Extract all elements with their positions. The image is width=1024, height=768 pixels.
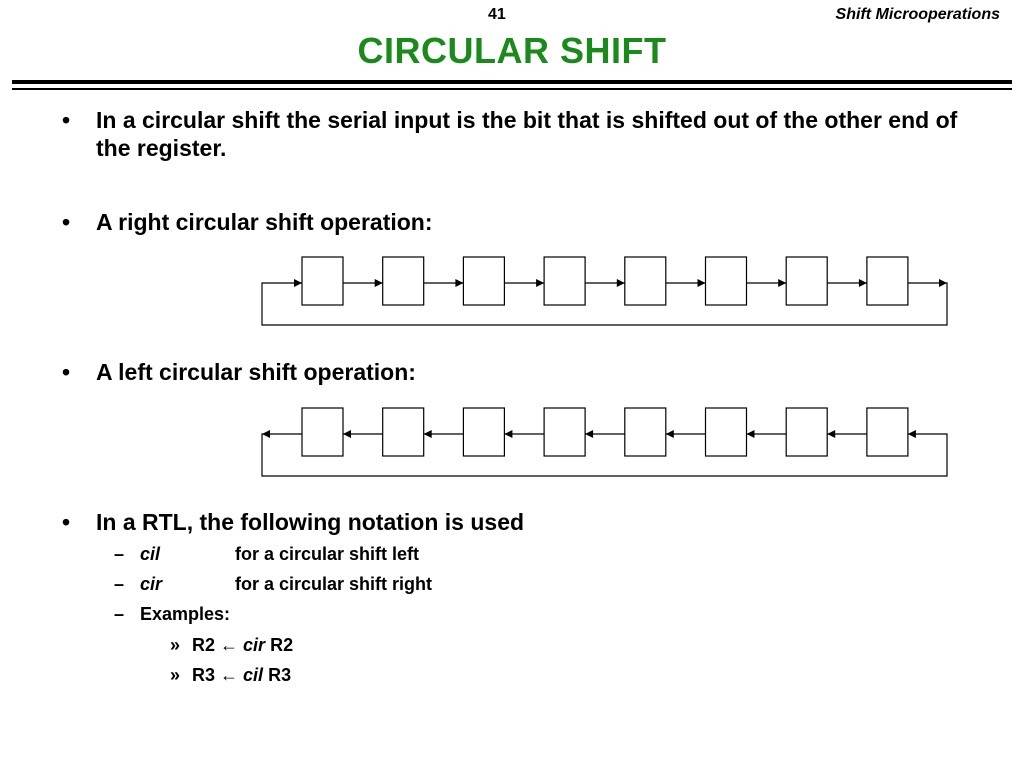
arrowhead-icon — [262, 430, 270, 438]
arrowhead-icon — [858, 279, 867, 287]
register-cell-4 — [543, 256, 586, 306]
notation-description: for a circular shift left — [235, 544, 420, 564]
bullet-rtl-notation: • In a RTL, the following notation is us… — [62, 508, 962, 536]
arrowhead-icon — [616, 279, 625, 287]
arrowhead-icon — [294, 279, 302, 287]
register-cell-6 — [704, 256, 748, 306]
left-arrow-icon: ← — [220, 665, 239, 685]
section-title: Shift Microoperations — [835, 6, 1000, 23]
arrowhead-icon — [504, 430, 513, 438]
bullet-mark: • — [62, 209, 71, 235]
bullet-mark: • — [62, 359, 71, 385]
register-cell-1 — [301, 407, 344, 457]
arrowhead-icon — [374, 279, 383, 287]
dash-mark: – — [114, 604, 125, 624]
register-cell-1 — [301, 256, 344, 306]
register-cell-7 — [785, 407, 828, 457]
arrowhead-icon — [939, 279, 947, 287]
notation-description: for a circular shift right — [235, 574, 433, 594]
register-cell-7 — [785, 256, 828, 306]
examples-label: Examples: — [140, 604, 231, 624]
register-cell-5 — [624, 407, 667, 457]
register-cell-5 — [624, 256, 667, 306]
arrowhead-icon — [585, 430, 594, 438]
bullet-text: A right circular shift operation: — [96, 209, 433, 235]
arrowhead-icon — [665, 430, 674, 438]
arrowhead-icon — [778, 279, 787, 287]
example-dest: R3 — [192, 665, 216, 685]
example-dest: R2 — [192, 635, 216, 655]
register-cell-2 — [382, 256, 425, 306]
example-mark: » — [170, 635, 181, 655]
example-r3-cil: » R3 ← cil R3 — [170, 664, 291, 686]
example-op: cil — [243, 665, 264, 685]
notation-item-cil: –cil for a circular shift left — [114, 543, 419, 565]
bullet-left-circular-shift: • A left circular shift operation: — [62, 358, 962, 386]
notation-term: cil — [140, 544, 161, 564]
circular-feedback-line — [261, 433, 948, 477]
example-src: R3 — [268, 665, 292, 685]
bullet-text: A left circular shift operation: — [96, 359, 416, 385]
left-arrow-icon: ← — [220, 635, 239, 655]
bullet-text: In a RTL, the following notation is used — [96, 509, 525, 535]
notation-item-cir: –cir for a circular shift right — [114, 573, 432, 595]
register-cell-4 — [543, 407, 586, 457]
page-number: 41 — [488, 6, 506, 23]
example-mark: » — [170, 665, 181, 685]
arrowhead-icon — [423, 430, 432, 438]
register-cell-6 — [704, 407, 748, 457]
example-op: cir — [243, 635, 266, 655]
arrowhead-icon — [455, 279, 464, 287]
arrowhead-icon — [343, 430, 351, 438]
register-cell-8 — [866, 407, 909, 457]
arrowhead-icon — [746, 430, 755, 438]
register-cell-2 — [382, 407, 425, 457]
slide-title: CIRCULAR SHIFT — [357, 30, 667, 71]
arrowhead-icon — [827, 430, 836, 438]
arrowhead-icon — [536, 279, 545, 287]
bullet-mark: • — [62, 509, 71, 535]
bullet-text: In a circular shift the serial input is … — [96, 107, 958, 161]
title-rule-thin — [12, 88, 1012, 90]
notation-term: cir — [140, 574, 163, 594]
example-src: R2 — [270, 635, 294, 655]
bullet-right-circular-shift: • A right circular shift operation: — [62, 208, 962, 236]
bullet-mark: • — [62, 107, 71, 133]
register-cell-3 — [462, 407, 505, 457]
register-cell-3 — [462, 256, 505, 306]
title-rule-thick — [12, 80, 1012, 84]
dash-mark: – — [114, 574, 125, 594]
example-r2-cir: » R2 ← cir R2 — [170, 634, 293, 656]
dash-mark: – — [114, 544, 125, 564]
arrowhead-icon — [907, 430, 916, 438]
notation-examples-label: –Examples: — [114, 603, 230, 625]
register-cell-8 — [866, 256, 909, 306]
bullet-circular-shift-definition: • In a circular shift the serial input i… — [62, 106, 962, 162]
arrowhead-icon — [697, 279, 706, 287]
